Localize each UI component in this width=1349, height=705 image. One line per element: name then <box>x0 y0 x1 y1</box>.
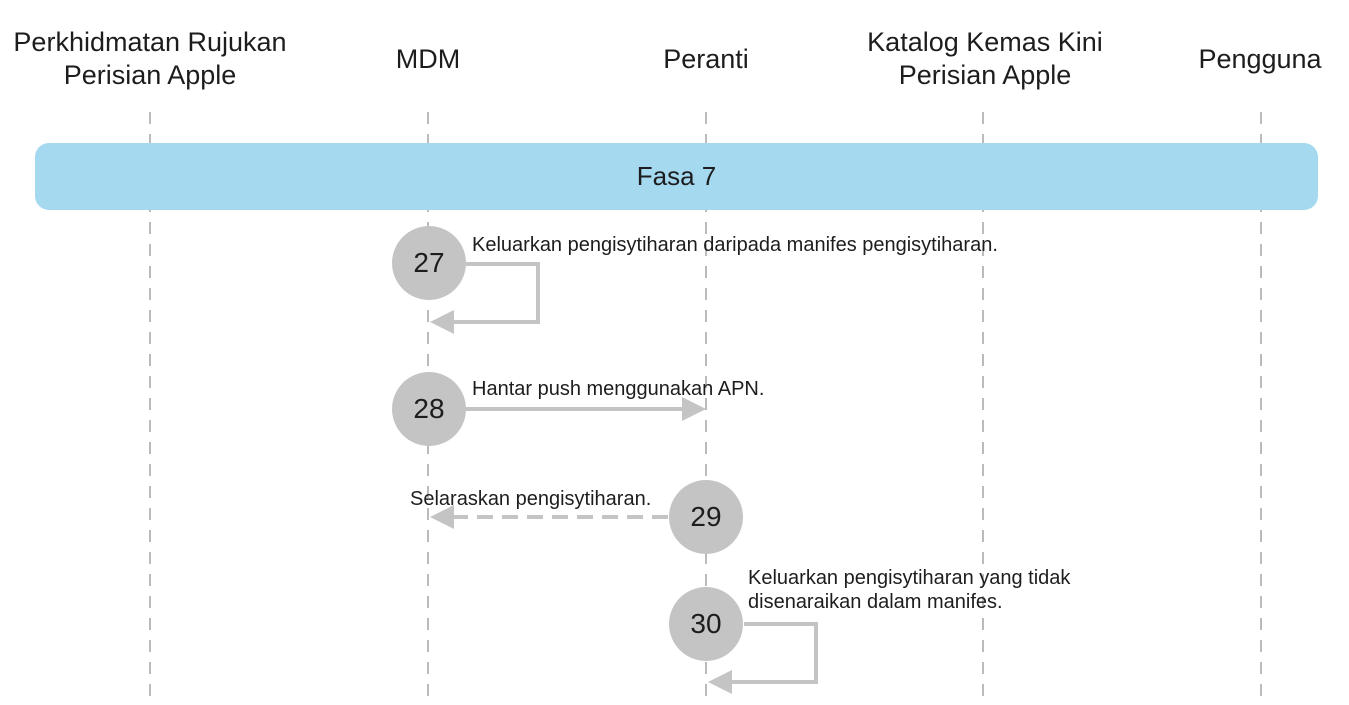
lane-title-line: Perisian Apple <box>63 60 237 90</box>
phase-label: Fasa 7 <box>636 161 717 191</box>
lane-title-line: Katalog Kemas Kini <box>867 27 1103 57</box>
step-text-28: Hantar push menggunakan APN. <box>472 377 764 401</box>
lane-title-catalog: Katalog Kemas Kini Perisian Apple <box>825 26 1145 92</box>
self-loop-arrow-30 <box>730 622 818 684</box>
phase-banner: Fasa 7 <box>35 143 1318 210</box>
step-text-29: Selaraskan pengisytiharan. <box>410 487 651 511</box>
step-number: 29 <box>690 501 722 532</box>
arrowhead-29 <box>430 505 454 529</box>
arrowhead-27 <box>430 310 454 334</box>
step-text-27: Keluarkan pengisytiharan daripada manife… <box>472 233 998 257</box>
step-text-line: Keluarkan pengisytiharan yang tidak <box>748 567 1071 589</box>
lane-title-line: Perisian Apple <box>898 60 1072 90</box>
step-text-line: Selaraskan pengisytiharan. <box>410 488 652 510</box>
lane-title-user: Pengguna <box>1100 43 1349 76</box>
lane-title-mdm: MDM <box>268 43 588 76</box>
lane-title-line: MDM <box>395 44 461 74</box>
step-text-line: Keluarkan pengisytiharan daripada manife… <box>472 234 998 256</box>
lane-title-aps: Perkhidmatan Rujukan Perisian Apple <box>0 26 310 92</box>
step-circle-29: 29 <box>669 480 743 554</box>
lane-title-line: Perkhidmatan Rujukan <box>13 27 287 57</box>
step-number: 30 <box>690 608 722 639</box>
lane-title-line: Peranti <box>663 44 749 74</box>
arrowhead-30 <box>708 670 732 694</box>
step-circle-27: 27 <box>392 226 466 300</box>
arrowhead-28 <box>682 397 706 421</box>
lane-title-line: Pengguna <box>1198 44 1322 74</box>
step-number: 27 <box>413 247 445 278</box>
step-text-line: disenaraikan dalam manifes. <box>748 591 1003 613</box>
lane-title-device: Peranti <box>546 43 866 76</box>
step-text-30: Keluarkan pengisytiharan yang tidak dise… <box>748 566 1070 614</box>
step-text-line: Hantar push menggunakan APN. <box>472 378 765 400</box>
step-circle-30: 30 <box>669 587 743 661</box>
self-loop-arrow-27 <box>452 262 540 324</box>
step-number: 28 <box>413 393 445 424</box>
step-circle-28: 28 <box>392 372 466 446</box>
